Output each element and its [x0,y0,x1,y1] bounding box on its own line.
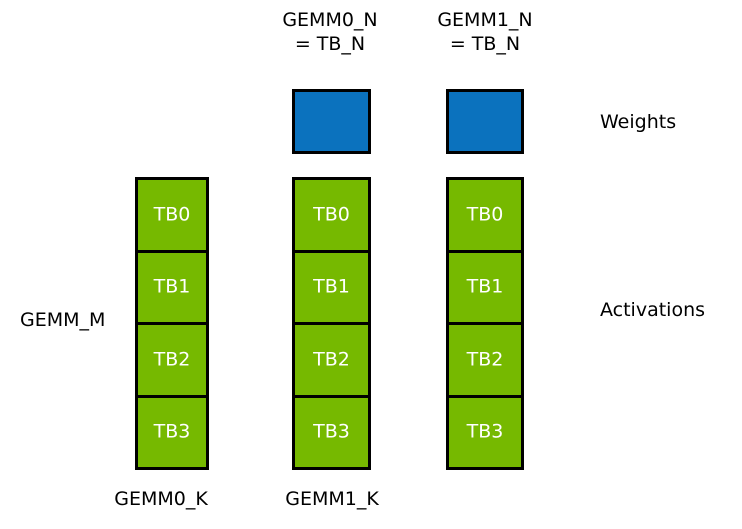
tb-cell-label: TB3 [466,420,504,443]
tb-cell-label: TB1 [466,275,504,298]
tb-cell-label: TB3 [153,420,191,443]
activations-column-0: TB0 TB1 TB2 TB3 [135,177,209,470]
tb-cell: TB2 [446,322,524,398]
weights-legend-label: Weights [600,111,677,133]
tb-cell-label: TB2 [466,348,504,371]
tb-cell: TB0 [446,177,524,253]
tb-cell: TB2 [135,322,209,398]
tb-cell-label: TB2 [153,348,191,371]
tb-cell: TB1 [446,249,524,325]
tb-cell: TB3 [446,394,524,470]
gemm0-n-label: GEMM0_N = TB_N [282,9,378,55]
gemm-m-label: GEMM_M [20,309,106,331]
tb-cell: TB1 [292,249,371,325]
tb-cell-label: TB0 [466,203,504,226]
tb-cell-label: TB0 [313,203,350,226]
activations-column-1: TB0 TB1 TB2 TB3 [292,177,371,470]
gemm1-k-label: GEMM1_K [285,488,379,510]
gemm0-k-label: GEMM0_K [114,488,208,510]
tb-cell-label: TB3 [313,420,350,443]
tb-cell-label: TB1 [153,275,191,298]
activations-legend-label: Activations [600,299,706,321]
tb-cell: TB1 [135,249,209,325]
gemm1-weights-block [446,89,524,154]
tb-cell-label: TB0 [153,203,191,226]
tb-cell: TB0 [292,177,371,253]
gemm0-weights-block [292,89,371,154]
gemm1-n-label: GEMM1_N = TB_N [437,9,533,55]
tb-cell-label: TB2 [313,348,350,371]
tb-cell: TB3 [135,394,209,470]
tb-cell: TB2 [292,322,371,398]
tb-cell: TB0 [135,177,209,253]
tb-cell: TB3 [292,394,371,470]
activations-column-2: TB0 TB1 TB2 TB3 [446,177,524,470]
tb-cell-label: TB1 [313,275,350,298]
